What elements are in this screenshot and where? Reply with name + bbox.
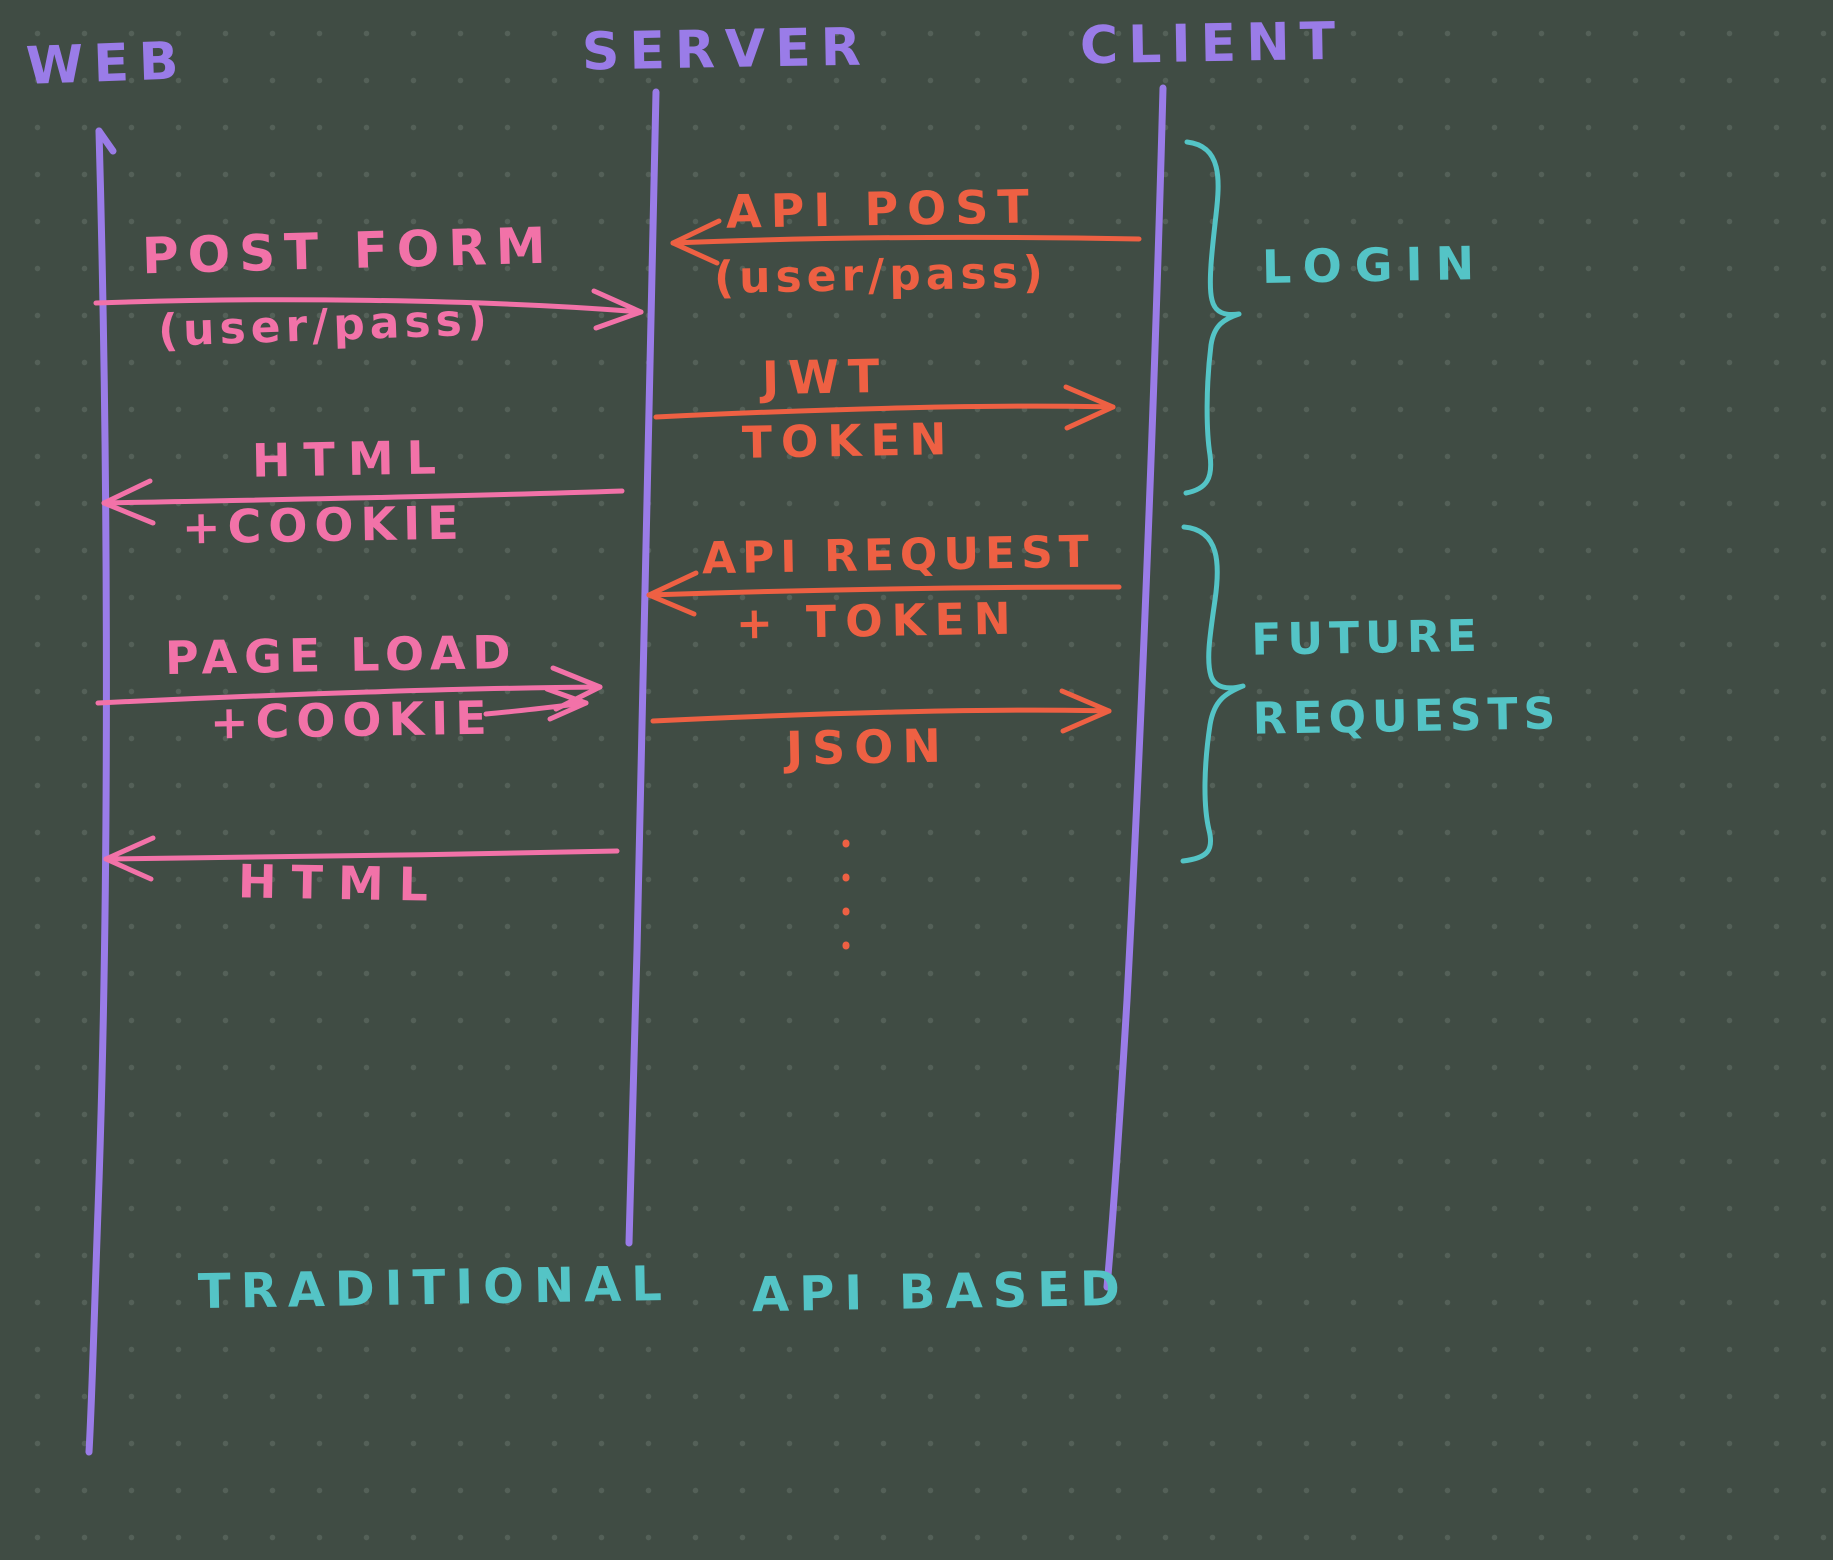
- api-post-arrow: [670, 234, 1142, 246]
- api-request-arrowhead: [646, 570, 699, 617]
- page-load-label: PAGE LOAD: [164, 624, 519, 686]
- web-lifeline: [85, 127, 110, 1456]
- html-cookie-arrowhead: [101, 478, 156, 526]
- traditional-caption: TRADITIONAL: [197, 1255, 673, 1321]
- api-based-caption: API BASED: [751, 1260, 1131, 1324]
- api-arrows: [646, 218, 1142, 959]
- api-post-sublabel: (user/pass): [713, 247, 1049, 304]
- jwt-token-arrow: [653, 403, 1116, 420]
- api-request-arrow: [646, 584, 1122, 598]
- json-label: JSON: [785, 718, 951, 776]
- client-lifeline: [1103, 84, 1167, 1291]
- page-load-arrow-sketch-head: [544, 686, 589, 722]
- future-requests-brace: [1180, 524, 1246, 864]
- page-load-sublabel: +COOKIE: [209, 690, 495, 750]
- jwt-token-arrowhead: [1063, 384, 1116, 431]
- html-cookie-sublabel: +COOKIE: [181, 495, 467, 555]
- server-lifeline-header: SERVER: [581, 17, 872, 83]
- api-request-sublabel: + TOKEN: [735, 593, 1021, 650]
- token-label: TOKEN: [741, 414, 956, 469]
- future-requests-group-label: FUTURE REQUESTS: [1250, 610, 1562, 745]
- json-arrowhead: [1059, 688, 1112, 734]
- json-arrow: [650, 707, 1112, 724]
- api-post-label: API POST: [725, 179, 1039, 239]
- api-post-arrowhead: [670, 218, 722, 266]
- html-arrow: [103, 848, 620, 862]
- group-braces: [1180, 139, 1246, 864]
- page-load-arrow-sketch: [483, 700, 589, 717]
- login-group-label: LOGIN: [1261, 236, 1488, 294]
- client-lifeline-header: CLIENT: [1079, 11, 1346, 77]
- api-request-label: API REQUEST: [701, 526, 1096, 585]
- traditional-arrows: [93, 288, 644, 882]
- html-label: HTML: [237, 854, 444, 912]
- server-lifeline: [625, 88, 660, 1247]
- page-load-arrowhead: [550, 665, 603, 712]
- web-lifeline-tick: [95, 127, 117, 155]
- lifelines: [85, 84, 1167, 1456]
- post-form-label: POST FORM: [141, 216, 556, 286]
- html-cookie-arrow: [101, 488, 625, 506]
- jwt-label: JWT: [761, 348, 889, 406]
- html-arrowhead: [103, 835, 156, 882]
- post-form-arrowhead: [591, 288, 644, 331]
- page-load-arrow: [95, 684, 603, 706]
- login-brace: [1183, 139, 1242, 496]
- web-lifeline-header: WEB: [24, 31, 190, 97]
- html-cookie-label: HTML: [251, 430, 450, 488]
- post-form-arrow: [93, 297, 644, 315]
